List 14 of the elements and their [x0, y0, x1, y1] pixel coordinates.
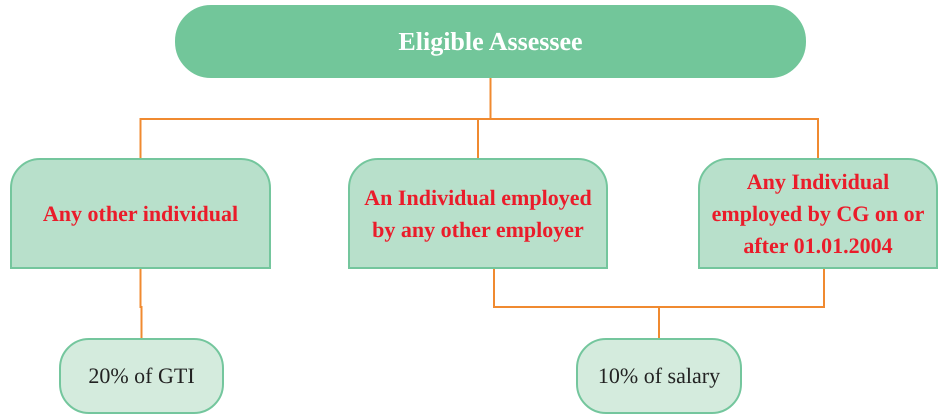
connector-line: [490, 78, 819, 158]
connector-line: [140, 269, 142, 338]
node-text: Eligible Assessee: [398, 26, 583, 58]
result-box: [576, 338, 742, 414]
category-box: [348, 158, 608, 269]
result-box: [59, 338, 224, 414]
category-box: [10, 158, 271, 269]
node-text: Any Individual employed by CG on or after 01.01.2004: [710, 168, 926, 260]
node-text: An Individual employed by any other employer: [363, 184, 593, 244]
category-box: [698, 158, 938, 269]
node-text: Any other individual: [42, 200, 238, 228]
node-text: 10% of salary: [598, 362, 720, 390]
connector-line: [658, 269, 825, 338]
node-text: 20% of GTI: [88, 362, 195, 390]
